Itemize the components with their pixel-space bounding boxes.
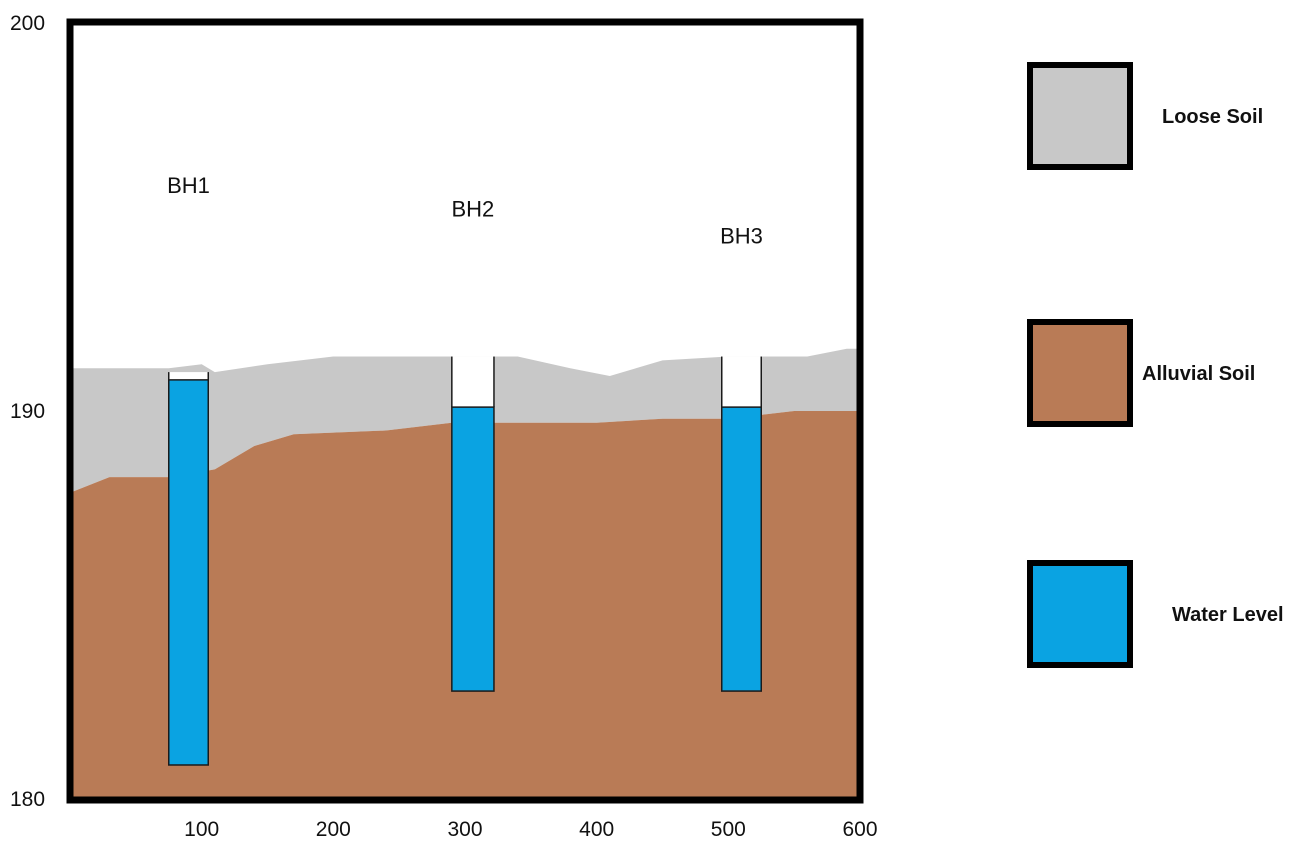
borehole-label-bh1: BH1 [167,173,210,198]
borehole-void [168,372,209,380]
x-tick-label: 500 [711,818,746,841]
legend-label-loose-soil: Loose Soil [1162,106,1263,128]
borehole-void [451,356,494,408]
water-column [721,406,762,692]
legend-swatch-loose-soil [1027,62,1133,170]
borehole-label-bh2: BH2 [452,197,495,222]
x-tick-label: 300 [447,818,482,841]
legend-label-water-level: Water Level [1172,604,1284,626]
x-tick-label: 600 [842,818,877,841]
borehole-label-bh3: BH3 [720,224,763,249]
legend-swatch-water-level [1027,560,1133,668]
x-tick-label: 100 [184,818,219,841]
borehole-void [721,356,762,408]
y-tick-label: 180 [10,788,45,811]
x-tick-label: 200 [316,818,351,841]
water-column [168,379,209,766]
y-tick-label: 200 [10,12,45,35]
plot-frame [66,18,864,804]
x-tick-label: 400 [579,818,614,841]
legend-label-alluvial-soil: Alluvial Soil [1142,363,1255,385]
water-column [451,406,495,692]
y-tick-label: 190 [10,400,45,423]
legend-swatch-alluvial-soil [1027,319,1133,427]
